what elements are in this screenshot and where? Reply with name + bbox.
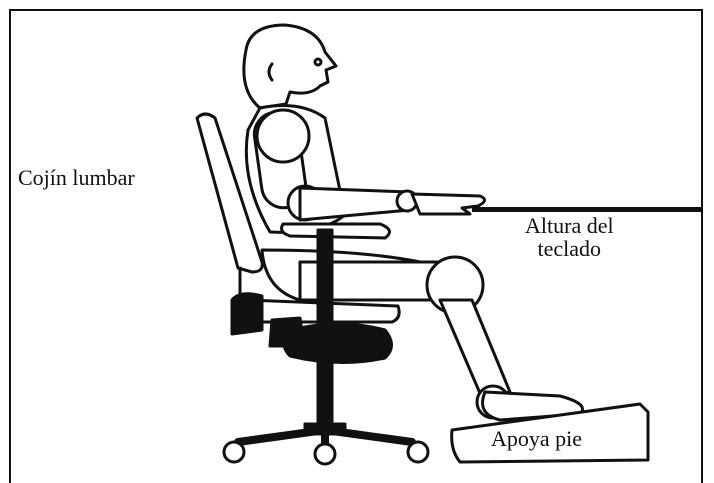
shoulder	[257, 110, 309, 162]
caster-center	[315, 444, 335, 464]
armrest	[282, 224, 390, 238]
chair-hub	[305, 424, 345, 434]
keyboard-height-label: Altura del teclado	[525, 214, 614, 260]
caster-right	[408, 442, 428, 462]
keyboard-height-label-line1: Altura del	[525, 214, 614, 237]
seat-cushion-under	[284, 324, 392, 363]
chair-column	[318, 230, 332, 430]
footrest-label: Apoya pie	[491, 427, 582, 450]
head	[244, 25, 336, 108]
lumbar-cushion-label: Cojín lumbar	[18, 166, 135, 189]
shin	[440, 300, 510, 398]
keyboard-height-label-line2: teclado	[525, 237, 614, 260]
keyboard-height-line	[472, 207, 702, 212]
caster-left	[224, 442, 244, 462]
seat-mechanism	[232, 294, 262, 334]
